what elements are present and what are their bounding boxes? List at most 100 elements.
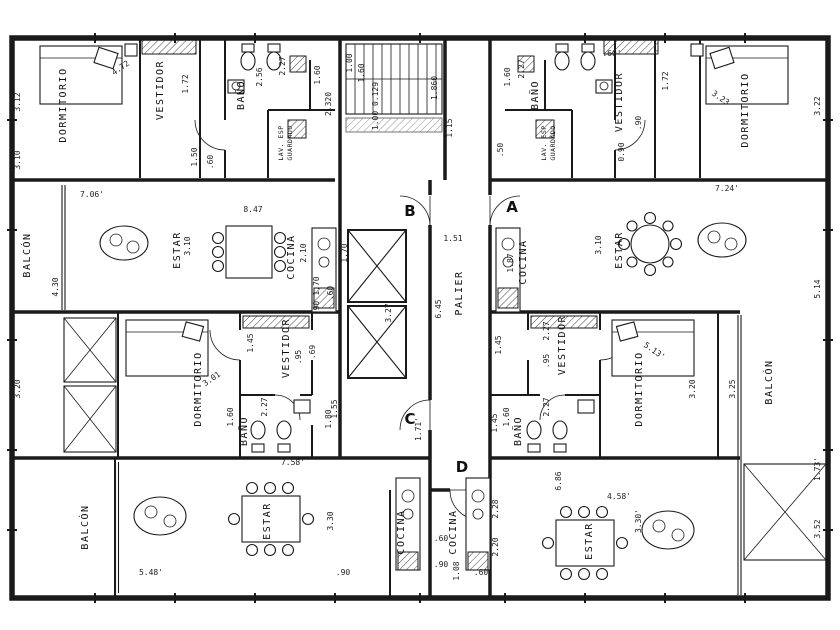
- dimension-label: .50: [496, 143, 505, 158]
- dimension-label: 1.00: [345, 53, 354, 72]
- partition-walls: [114, 38, 719, 598]
- dimension-label: 1.87: [506, 253, 515, 272]
- bed: [39, 43, 789, 377]
- dimension-label: 2.27: [260, 397, 269, 416]
- room-label-dormitorio-tr: DORMITORIO: [740, 72, 751, 147]
- room-label-balcon-left: BALCÓN: [20, 232, 33, 277]
- dimension-label: 7.06': [80, 190, 104, 199]
- dimension-label: 1.60: [357, 63, 366, 82]
- wardrobe: [141, 39, 659, 329]
- window-glazing: [61, 185, 742, 595]
- dimension-label: .60: [474, 568, 489, 577]
- dimension-label: 3.10: [183, 236, 192, 255]
- dimension-label: 5.48': [139, 568, 163, 577]
- dimension-label: .90: [434, 560, 449, 569]
- dimension-label: 3.30: [326, 511, 335, 530]
- unit-letters: A B C D: [404, 198, 518, 476]
- dimension-label: 2.20: [491, 537, 500, 556]
- dimension-label: 1.70: [340, 243, 349, 262]
- dining-table: [211, 211, 683, 581]
- dimension-label: 2.27: [517, 59, 526, 78]
- dimension-label: 3.10: [13, 150, 22, 169]
- dimension-label: 7.58': [281, 458, 305, 467]
- room-label-palier: PALIER: [454, 270, 465, 315]
- dimension-label: .69: [308, 345, 317, 360]
- dimension-label: 8.47: [243, 205, 262, 214]
- dimension-label: 1.45: [246, 333, 255, 352]
- dimension-label: 1.55: [330, 399, 339, 418]
- room-label-dormitorio-ml: DORMITORIO: [193, 351, 204, 426]
- dimension-label: 1.70: [312, 276, 321, 295]
- dimension-label: 0.90: [617, 142, 626, 161]
- dimension-label: .95: [294, 350, 303, 365]
- dimension-label: 1.73': [813, 457, 822, 481]
- room-label-guardado-tr: GUARDADO: [549, 125, 557, 160]
- dimension-label: .60: [434, 534, 449, 543]
- dimension-label: .90: [336, 568, 351, 577]
- room-label-bano-br: BAÑO: [511, 416, 524, 446]
- room-label-vestidor-tl: VESTIDOR: [155, 60, 166, 120]
- balcony-cross: [63, 317, 827, 561]
- room-label-dormitorio-mr: DORMITORIO: [634, 351, 645, 426]
- dimension-label: 1.60: [503, 67, 512, 86]
- room-label-bano-tr: BAÑO: [528, 80, 541, 110]
- sofa: [99, 222, 747, 550]
- dimension-label: 1.71': [414, 417, 423, 441]
- room-label-balcon-bl: BALCÓN: [78, 504, 91, 549]
- room-label-estar-d: ESTAR: [584, 522, 595, 560]
- dimension-label: 7.24': [715, 184, 739, 193]
- room-label-balcon-right: BALCÓN: [762, 359, 775, 404]
- staircase: [345, 43, 443, 133]
- dimension-label: 1.60: [226, 407, 235, 426]
- dimension-label: .60: [206, 155, 215, 170]
- room-label-bano-tl: BAÑO: [234, 80, 247, 110]
- dimension-label: 1.860: [430, 76, 439, 100]
- room-label-cocina-c: COCINA: [396, 509, 407, 554]
- room-label-bano-bl: BAÑO: [237, 416, 250, 446]
- dimension-labels: 3.12 3.10 4.72 1.72 1.50 .60 2.56 2.27 1…: [13, 49, 822, 581]
- dimension-label: 2.56: [255, 67, 264, 86]
- room-label-vestidor-ml: VESTIDOR: [281, 318, 292, 378]
- dimension-label: 2.27: [542, 397, 551, 416]
- dimension-label: .90: [634, 116, 643, 131]
- room-label-cocina-b: COCINA: [286, 234, 297, 279]
- dimension-label: 1.51: [443, 234, 462, 243]
- bathroom-fixtures: [227, 43, 613, 453]
- dimension-label: 3.20: [13, 379, 22, 398]
- dimension-label: 3.25: [728, 379, 737, 398]
- dimension-label: 2.10: [299, 243, 308, 262]
- room-label-cocina-d: COCINA: [448, 509, 459, 554]
- dimension-label: 1.45: [494, 335, 503, 354]
- dimension-label: 1.45: [490, 413, 499, 432]
- dimension-label: 3.22: [813, 96, 822, 115]
- dimension-label: .90: [312, 301, 321, 316]
- room-label-vestidor-tr: VESTIDOR: [614, 72, 625, 132]
- kitchen-counter: [311, 227, 521, 571]
- column-ticks: [7, 33, 833, 603]
- dimension-label: 3.20: [688, 379, 697, 398]
- dimension-label: 1.72: [181, 74, 190, 93]
- dimension-label: 3.52: [813, 519, 822, 538]
- room-labels: DORMITORIO VESTIDOR BAÑO LAV. ESP GUARDA…: [20, 60, 775, 560]
- dimension-label: .60: [326, 286, 335, 301]
- unit-letter-b: B: [404, 202, 415, 220]
- room-label-vestidor-mr: VESTIDOR: [557, 315, 568, 375]
- unit-letter-d: D: [456, 458, 468, 476]
- dimension-label: 1.80: [324, 409, 333, 428]
- dimension-label: 3.27: [384, 303, 393, 322]
- dimension-label: 1.72: [661, 71, 670, 90]
- dimension-label: 5.14: [813, 279, 822, 298]
- dimension-label: 6.86: [554, 471, 563, 490]
- dimension-label: 6.45: [434, 299, 443, 318]
- dimension-label: 1.08: [452, 561, 461, 580]
- dimension-label: 3.10: [594, 235, 603, 254]
- elevator-shaft: [347, 229, 407, 379]
- room-label-lav-tl: LAV. ESP: [277, 125, 285, 160]
- interior-walls: [12, 38, 828, 598]
- dimension-label: 1.15: [445, 118, 454, 137]
- dimension-label: 1.50: [190, 147, 199, 166]
- dimension-label: 3.30': [634, 509, 643, 533]
- room-label-estar-b: ESTAR: [172, 231, 183, 269]
